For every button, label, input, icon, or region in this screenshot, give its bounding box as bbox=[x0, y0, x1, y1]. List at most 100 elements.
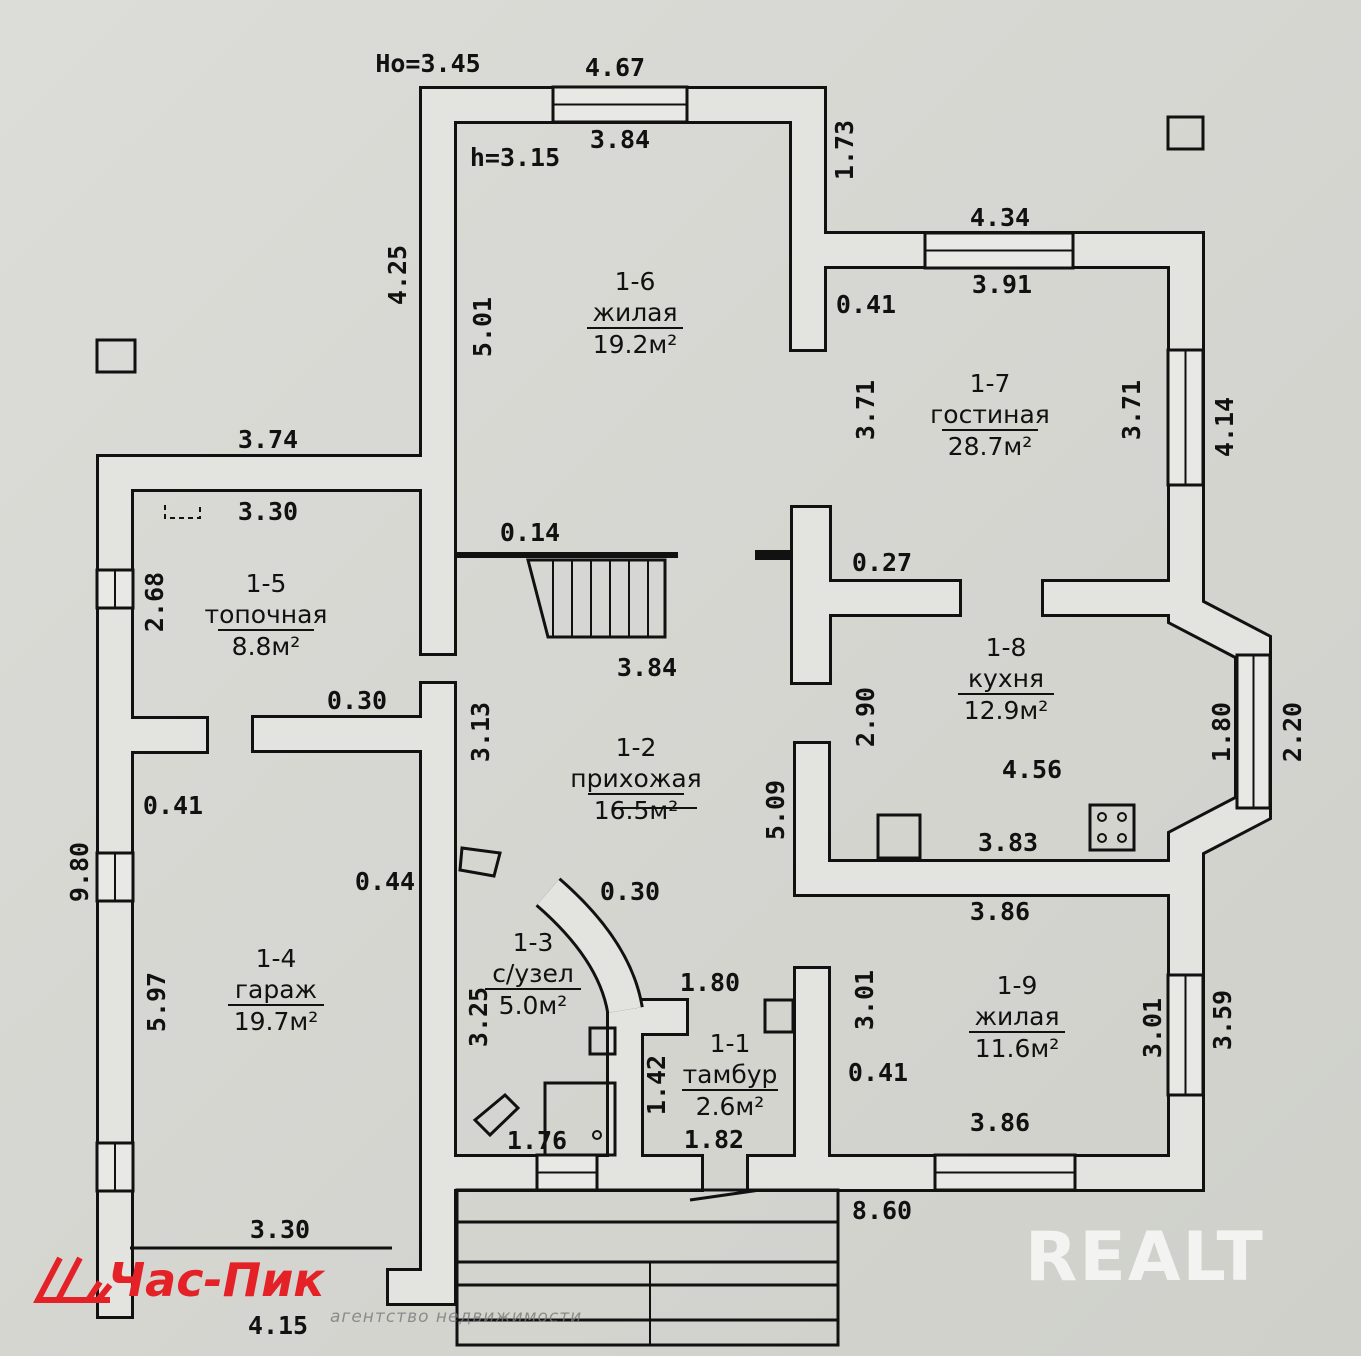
room-labels: 1-6жилая19.2м²1-7гостиная28.7м²1-5топочн… bbox=[205, 267, 1065, 1121]
room-number: 1-9 bbox=[997, 971, 1038, 1000]
washbasin-icon bbox=[588, 1026, 617, 1056]
room-number: 1-2 bbox=[616, 733, 657, 762]
dimension-label: 4.34 bbox=[970, 203, 1030, 232]
dimension-label: 3.01 bbox=[850, 970, 879, 1030]
dimension-label: 3.74 bbox=[238, 425, 298, 454]
dimension-label: 1.42 bbox=[642, 1055, 671, 1115]
dimension-label: 8.60 bbox=[852, 1196, 912, 1225]
dimension-label: 4.25 bbox=[383, 245, 412, 305]
room-number: 1-4 bbox=[256, 944, 297, 973]
dimension-label: Ho=3.45 bbox=[375, 49, 480, 78]
dimension-label: 3.86 bbox=[970, 1108, 1030, 1137]
marker-square bbox=[1166, 115, 1205, 151]
burner-icon bbox=[1117, 833, 1127, 843]
chimney-icon bbox=[164, 505, 201, 519]
staircase bbox=[526, 558, 667, 639]
room-number: 1-5 bbox=[246, 569, 287, 598]
wall-fill bbox=[749, 969, 828, 1189]
dimension-label: 3.83 bbox=[978, 828, 1038, 857]
room-name: жилая bbox=[974, 1002, 1059, 1031]
room-area: 8.8м² bbox=[232, 632, 301, 661]
dimension-label: 3.01 bbox=[1138, 998, 1167, 1058]
dimension-label: 3.91 bbox=[972, 270, 1032, 299]
dimension-label: 2.68 bbox=[140, 572, 169, 632]
dimension-label: 4.67 bbox=[585, 53, 645, 82]
dimension-label: 1.73 bbox=[830, 120, 859, 180]
room-area: 2.6м² bbox=[696, 1092, 765, 1121]
burner-icon bbox=[1097, 833, 1107, 843]
room-name: топочная bbox=[205, 600, 328, 629]
logo-mark-icon bbox=[33, 1256, 113, 1303]
dimension-label: 2.20 bbox=[1278, 702, 1307, 762]
dimension-label: 1.80 bbox=[680, 968, 740, 997]
dimension-label: 5.09 bbox=[761, 780, 790, 840]
room-area: 5.0м² bbox=[499, 991, 568, 1020]
room-area: 19.2м² bbox=[593, 330, 678, 359]
room-area: 11.6м² bbox=[975, 1034, 1060, 1063]
sink-icon bbox=[876, 813, 922, 860]
porch bbox=[455, 1188, 840, 1347]
dimension-label: 4.14 bbox=[1210, 397, 1239, 457]
dimension-label: h=3.15 bbox=[470, 143, 560, 172]
wall-fill bbox=[793, 508, 829, 682]
dimension-label: 3.59 bbox=[1208, 990, 1237, 1050]
burner-icon bbox=[1117, 812, 1127, 822]
room-area: 19.7м² bbox=[234, 1007, 319, 1036]
room-area: 16.5м² bbox=[594, 796, 679, 825]
dimension-label: 5.01 bbox=[468, 297, 497, 357]
dimension-label: 1.76 bbox=[507, 1126, 567, 1155]
room-name: прихожая bbox=[570, 764, 701, 793]
dimension-label: 3.86 bbox=[970, 897, 1030, 926]
drain-icon bbox=[592, 1130, 602, 1140]
logo-name: Час-Пик bbox=[108, 1253, 326, 1307]
room-name: жилая bbox=[592, 298, 677, 327]
toilet-icon bbox=[472, 1092, 521, 1138]
dimension-label: 2.90 bbox=[851, 687, 880, 747]
wall-fill bbox=[796, 744, 1202, 894]
marker-square bbox=[95, 338, 137, 374]
room-name: гостиная bbox=[930, 400, 1050, 429]
curved-wall-fill bbox=[537, 879, 641, 1014]
dimension-label: 3.84 bbox=[590, 125, 650, 154]
room-number: 1-6 bbox=[615, 267, 656, 296]
room-name: гараж bbox=[235, 975, 317, 1004]
room-1-3: 1-3с/узел 5.0м² bbox=[485, 928, 581, 1020]
room-area: 28.7м² bbox=[948, 432, 1033, 461]
watermark: REALT bbox=[1025, 1218, 1265, 1297]
shower-tray bbox=[543, 1081, 617, 1157]
boiler-icon bbox=[763, 998, 795, 1034]
room-number: 1-8 bbox=[986, 633, 1027, 662]
dimension-label: 0.41 bbox=[836, 290, 896, 319]
radiator-icon bbox=[458, 846, 502, 878]
fixtures bbox=[95, 85, 1272, 1347]
dimension-label: 1.80 bbox=[1207, 702, 1236, 762]
logo: Час-Пик агентство недвижимости bbox=[33, 1253, 582, 1327]
dimension-label: 0.27 bbox=[852, 548, 912, 577]
dimension-label: 9.80 bbox=[65, 842, 94, 902]
burner-icon bbox=[1097, 812, 1107, 822]
room-number: 1-3 bbox=[513, 928, 554, 957]
dimension-label: 0.30 bbox=[327, 686, 387, 715]
dimension-label: 3.84 bbox=[617, 653, 677, 682]
room-number: 1-7 bbox=[970, 369, 1011, 398]
stove-icon bbox=[1088, 803, 1136, 852]
wall-fill bbox=[609, 1001, 686, 1176]
door-swing bbox=[689, 1188, 761, 1202]
room-name: с/узел bbox=[492, 959, 574, 988]
wall-fill bbox=[99, 457, 454, 1316]
logo-subtitle: агентство недвижимости bbox=[330, 1307, 582, 1327]
dimension-labels: Ho=3.45 4.67 3.84 h=3.15 1.73 4.34 3.91 0.41 4.2… bbox=[65, 49, 1307, 1340]
dimension-label: 1.82 bbox=[684, 1125, 744, 1154]
dimension-label: 3.13 bbox=[466, 702, 495, 762]
dimension-label: 3.25 bbox=[464, 987, 493, 1047]
dimension-label: 0.30 bbox=[600, 877, 660, 906]
